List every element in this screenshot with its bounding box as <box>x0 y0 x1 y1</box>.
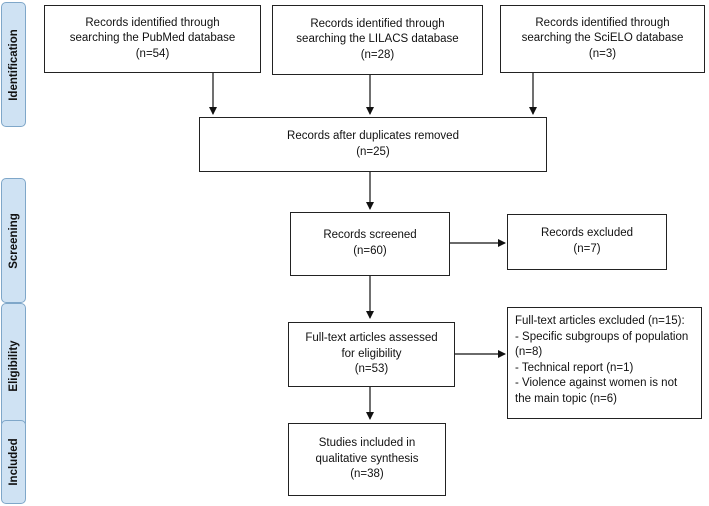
box-included-text: Studies included in qualitative synthesi… <box>315 437 419 481</box>
phase-screening: Screening <box>1 178 26 303</box>
box-pubmed-records: Records identified through searching the… <box>44 5 261 73</box>
phase-included: Included <box>1 420 26 504</box>
box-fulltext-text: Full-text articles assessed for eligibil… <box>305 332 438 376</box>
exclusion-reason: - Technical report (n=1) <box>515 361 634 374</box>
box-screened-text: Records screened (n=60) <box>323 229 417 257</box>
box-fulltext-assessed: Full-text articles assessed for eligibil… <box>288 322 455 387</box>
box-studies-included: Studies included in qualitative synthesi… <box>288 423 446 496</box>
box-scielo-text: Records identified through searching the… <box>521 16 684 60</box>
box-records-excluded: Records excluded (n=7) <box>507 214 667 270</box>
fulltext-excluded-title: Full-text articles excluded (n=15): <box>515 315 685 327</box>
box-excluded-text: Records excluded (n=7) <box>540 227 634 255</box>
box-scielo-records: Records identified through searching the… <box>500 5 705 73</box>
exclusion-reason: - Specific subgroups of population (n=8) <box>515 330 689 359</box>
exclusion-reason: - Violence against women is not the main… <box>515 377 678 405</box>
box-records-screened: Records screened (n=60) <box>290 212 450 276</box>
box-duplicates-text: Records after duplicates removed (n=25) <box>287 129 459 158</box>
box-lilacs-text: Records identified through searching the… <box>296 17 459 61</box>
box-pubmed-text: Records identified through searching the… <box>69 16 236 60</box>
box-duplicates-removed: Records after duplicates removed (n=25) <box>199 117 547 172</box>
box-fulltext-excluded: Full-text articles excluded (n=15): - Sp… <box>507 307 702 419</box>
fulltext-excluded-content: Full-text articles excluded (n=15): - Sp… <box>515 314 694 407</box>
box-lilacs-records: Records identified through searching the… <box>272 5 483 75</box>
phase-identification: Identification <box>1 2 26 127</box>
